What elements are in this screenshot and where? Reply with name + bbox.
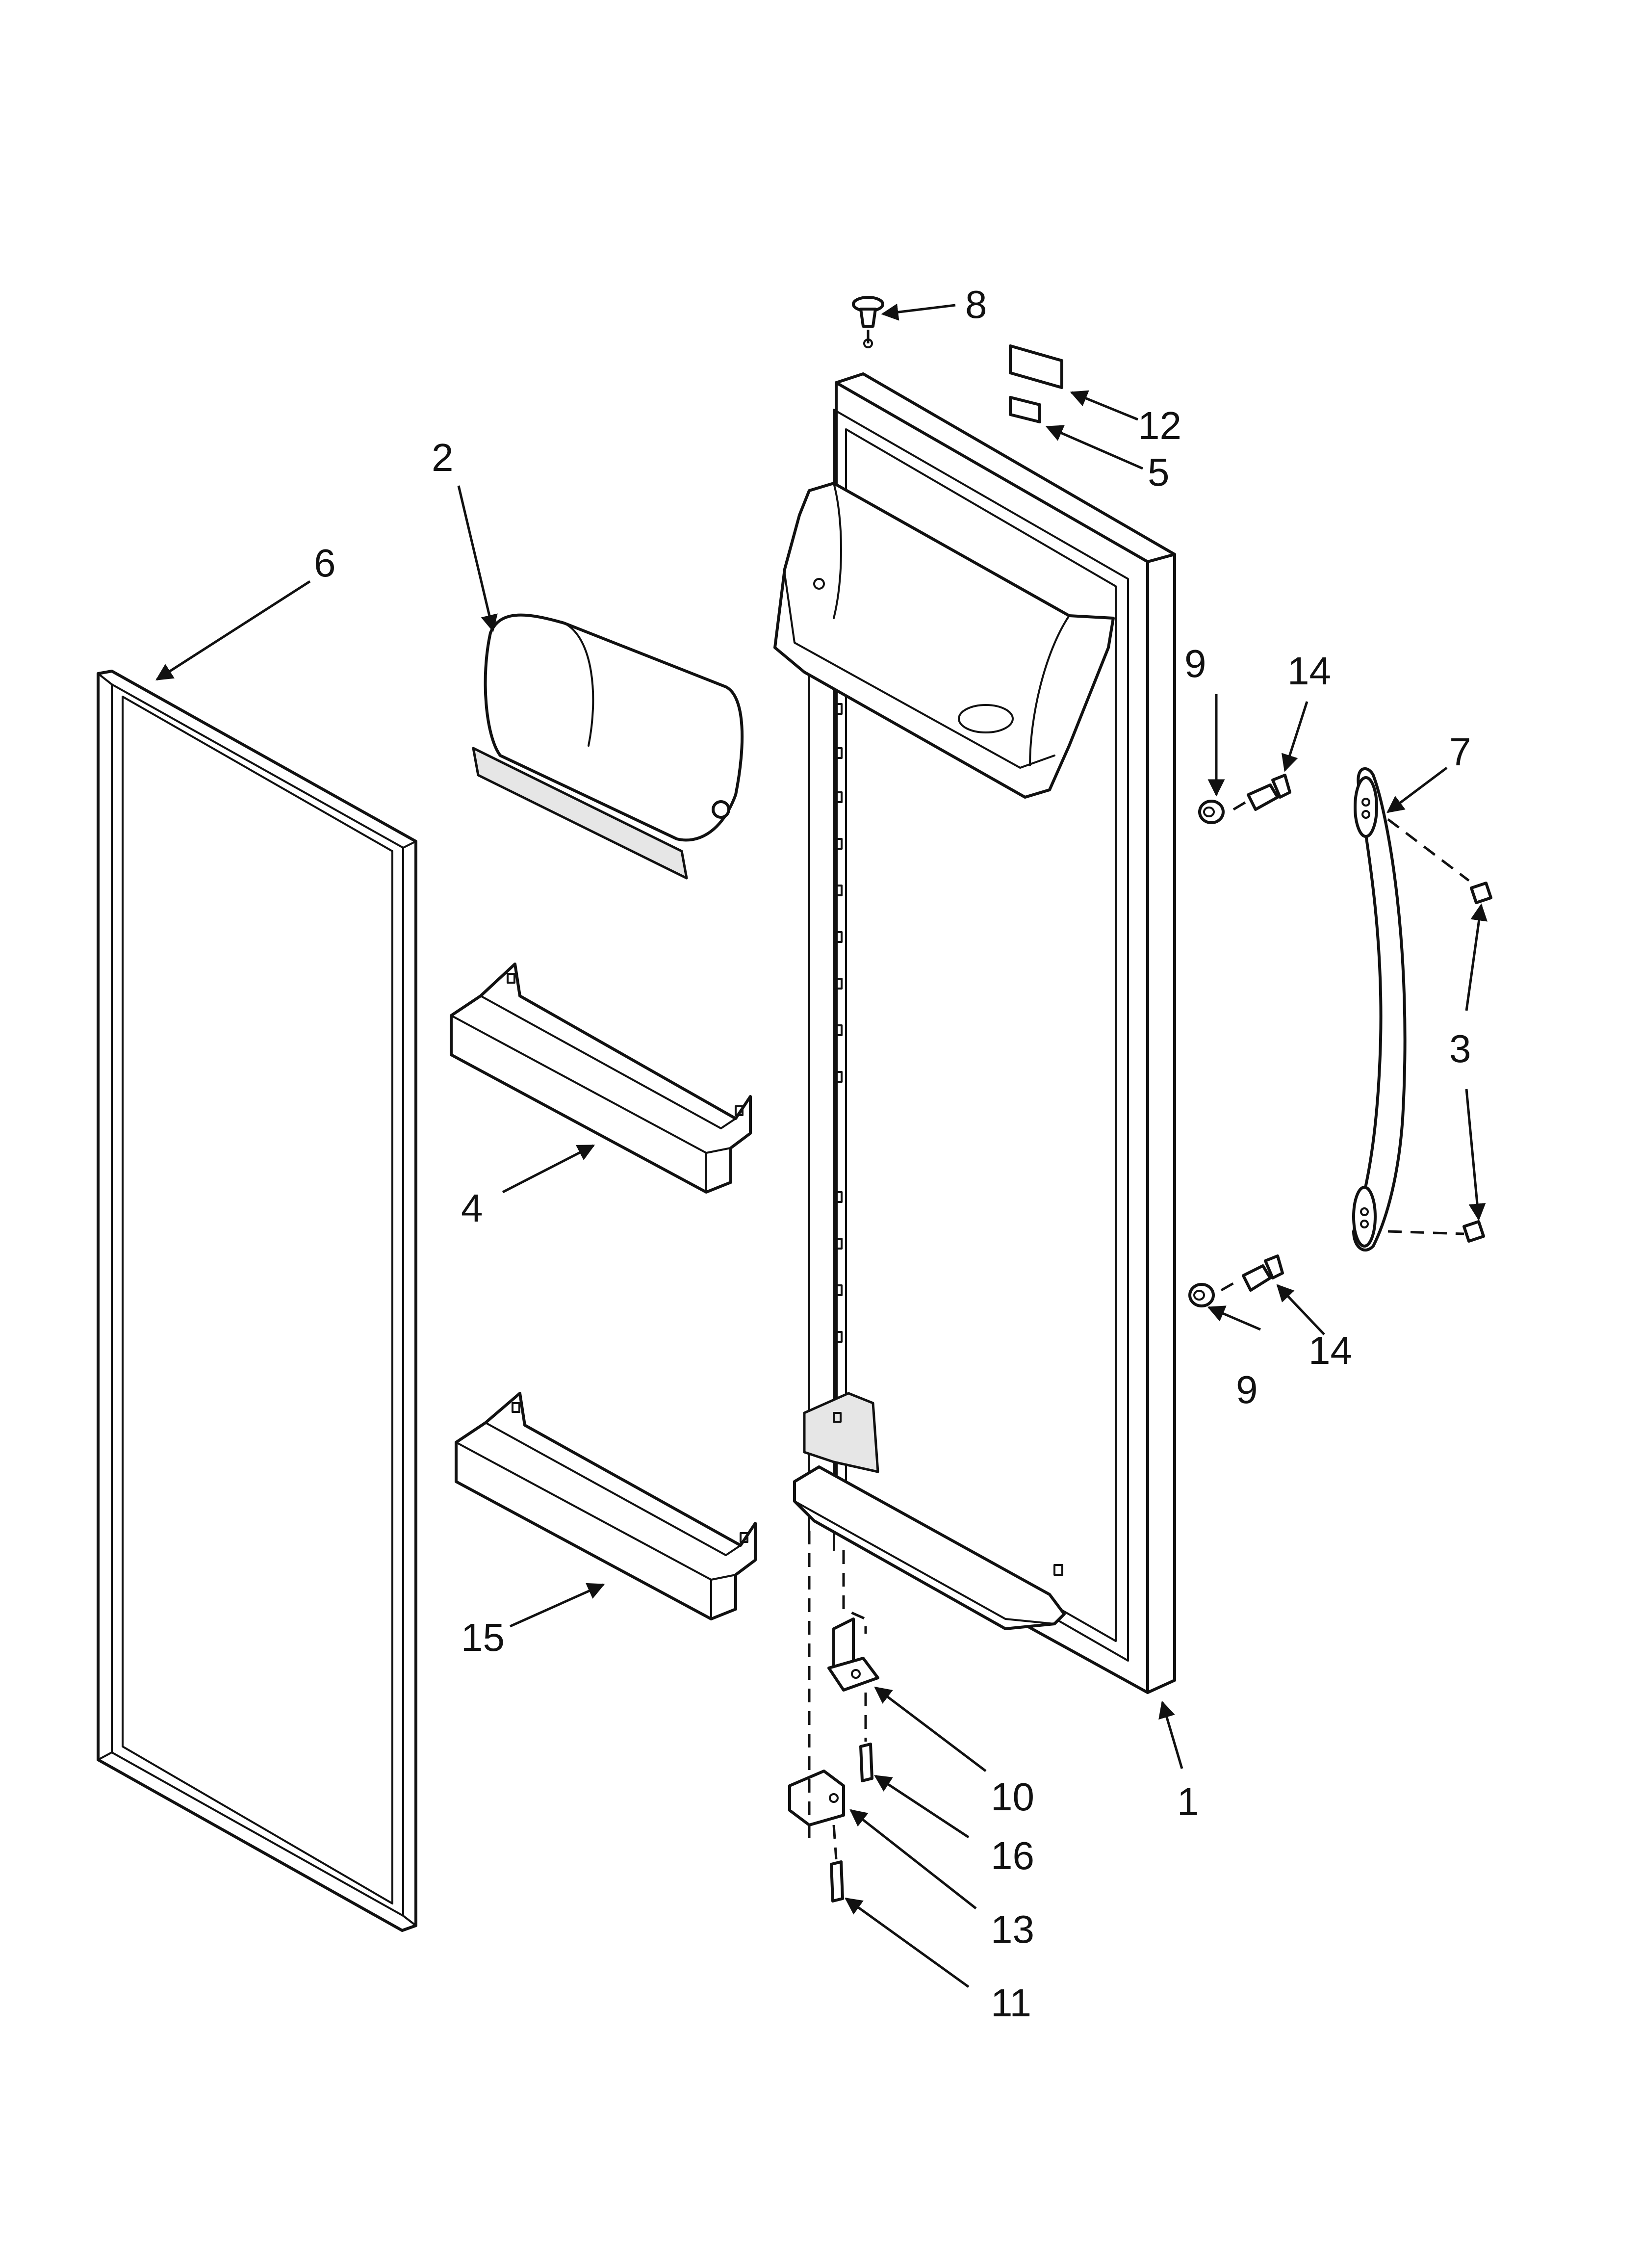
callout-16: 16 (991, 1834, 1034, 1877)
leader-lines (155, 303, 1488, 1988)
dairy-door-part (472, 613, 744, 880)
hinge-bushing-part (852, 296, 884, 348)
callout-10: 10 (991, 1775, 1034, 1819)
callout-15: 15 (461, 1616, 505, 1659)
callout-5: 5 (1148, 450, 1170, 494)
spacer-part-upper (1198, 800, 1225, 824)
callout-14-upper: 14 (1287, 649, 1331, 693)
callout-12: 13 (991, 1907, 1034, 1951)
spacer-part-lower (1188, 1283, 1215, 1307)
rating-label-part (1009, 344, 1063, 389)
shelf-support-studs (833, 703, 843, 1343)
callout-13: 12 (1138, 404, 1181, 447)
callout-6: 6 (314, 541, 336, 585)
handle-set-screws-part (1462, 882, 1492, 1243)
callout-8: 8 (965, 283, 987, 326)
callout-2: 2 (432, 436, 454, 479)
door-handle-part (1352, 767, 1407, 1251)
callout-7: 7 (1449, 730, 1471, 774)
handle-screw-part-lower (1242, 1254, 1284, 1292)
upper-door-bin-part (450, 963, 752, 1194)
callout-labels: 8 12 5 2 6 9 14 7 3 4 14 9 15 10 1 16 13… (314, 283, 1471, 2025)
callout-9-lower: 9 (1236, 1368, 1258, 1411)
callout-11: 11 (991, 1981, 1031, 2025)
door-assembly-part (773, 372, 1176, 1694)
hinge-bracket-part (788, 1770, 845, 1826)
serial-label-part (1009, 396, 1041, 423)
hinge-pin-part (827, 1617, 879, 1692)
callout-3: 3 (1449, 1027, 1471, 1070)
door-gasket-part (97, 670, 417, 1932)
callout-4: 4 (461, 1186, 483, 1230)
lower-door-bin-part (455, 1392, 757, 1620)
callout-14-lower: 14 (1308, 1329, 1352, 1372)
hinge-screw-part (859, 1743, 873, 1782)
bracket-screw-part (830, 1860, 844, 1903)
callout-9-upper: 9 (1184, 642, 1206, 685)
callout-1: 1 (1177, 1780, 1199, 1824)
handle-screw-part-upper (1247, 774, 1291, 811)
